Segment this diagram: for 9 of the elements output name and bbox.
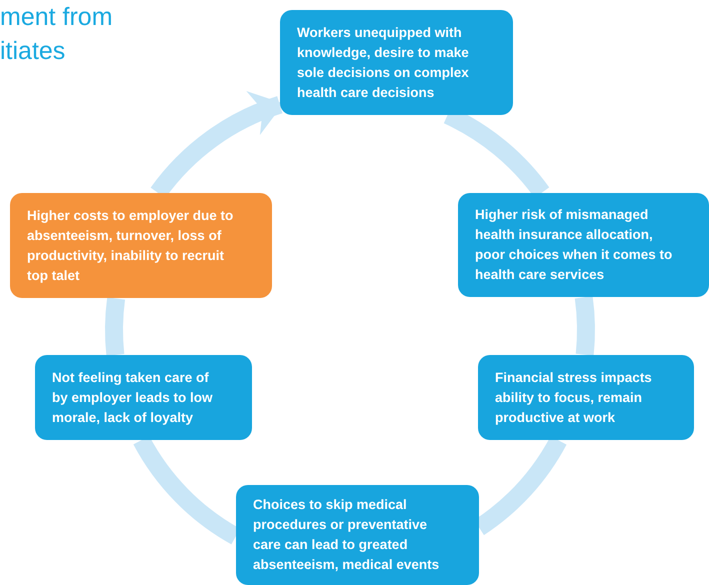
step-box: Workers unequipped with knowledge, desire to make sole decisions on complex health care decisions: [280, 10, 513, 115]
heading-text: ment from itiates: [0, 2, 114, 67]
cycle-ring-segment: [105, 297, 126, 356]
step-box: Higher costs to employer due to absenteeism, turnover, loss of productivity, inability to recruit top talet: [10, 193, 272, 298]
step-box: Higher risk of mismanaged health insurance allocation, poor choices when it comes to health care services: [458, 193, 709, 297]
step-box: Choices to skip medical procedures or preventative care can lead to greated absenteeism, medical events: [236, 485, 479, 585]
step-box: Not feeling taken care of by employer leads to low morale, lack of loyalty: [35, 355, 252, 440]
step-box: Financial stress impacts ability to focus, remain productive at work: [478, 355, 694, 440]
cycle-ring-segment: [574, 296, 595, 356]
